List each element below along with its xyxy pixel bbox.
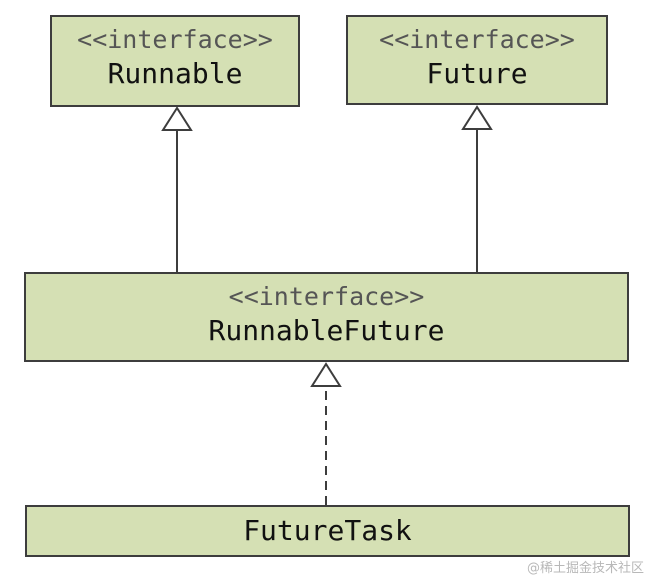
generalization-arrowhead-future	[461, 105, 493, 130]
realization-arrowhead-runnablefuture	[310, 362, 342, 387]
runnablefuture-interface-box: <<interface>> RunnableFuture	[24, 272, 629, 362]
runnablefuture-name: RunnableFuture	[208, 314, 445, 347]
watermark: @稀土掘金技术社区	[526, 561, 644, 576]
futuretask-class-box: FutureTask	[25, 505, 630, 557]
runnable-interface-box: <<interface>> Runnable	[50, 15, 300, 107]
future-interface-box: <<interface>> Future	[346, 15, 608, 105]
futuretask-name: FutureTask	[243, 514, 412, 547]
generalization-arrowhead-runnable	[161, 106, 193, 131]
future-name: Future	[426, 57, 528, 90]
runnable-name: Runnable	[107, 57, 243, 90]
future-stereotype: <<interface>>	[379, 25, 575, 54]
runnable-stereotype: <<interface>>	[77, 25, 273, 54]
runnablefuture-stereotype: <<interface>>	[228, 282, 425, 311]
